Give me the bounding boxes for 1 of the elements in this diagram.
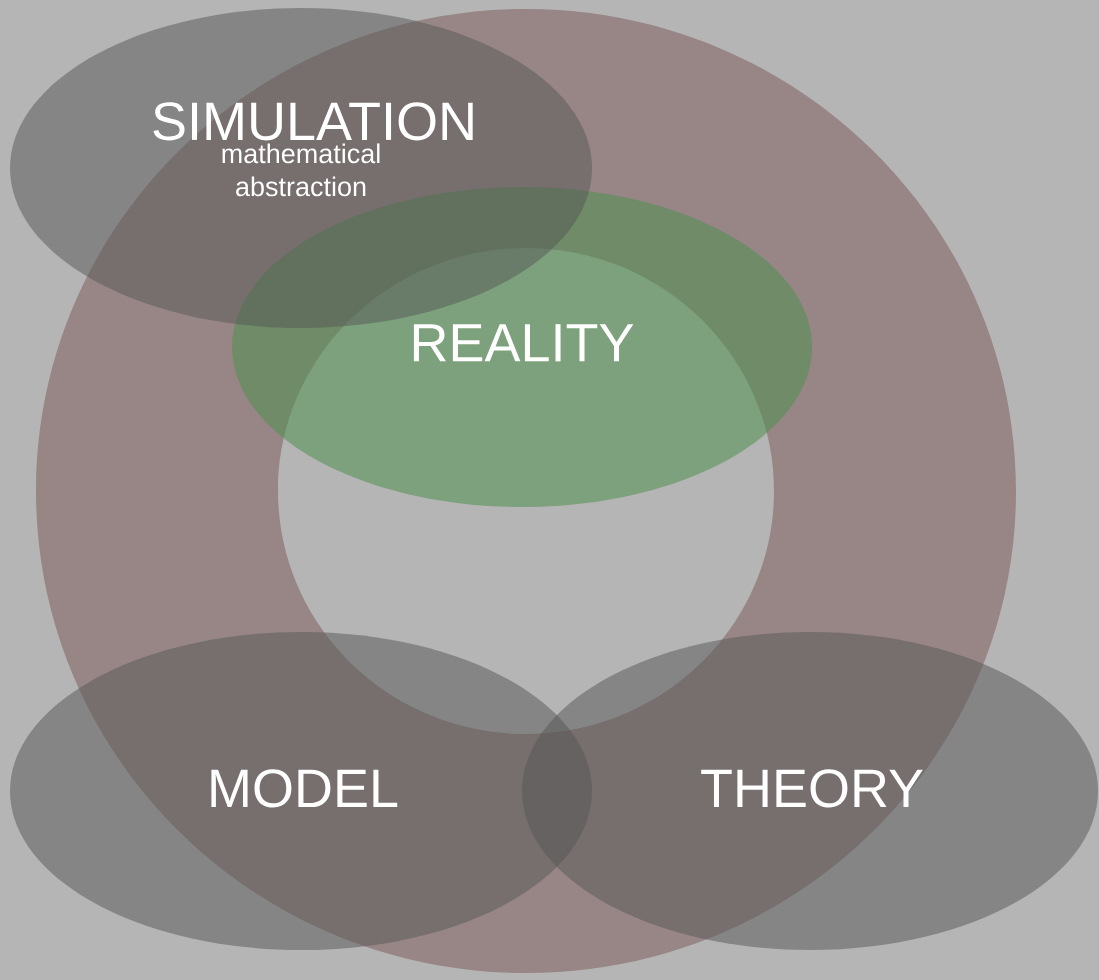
ring [36,9,1016,973]
